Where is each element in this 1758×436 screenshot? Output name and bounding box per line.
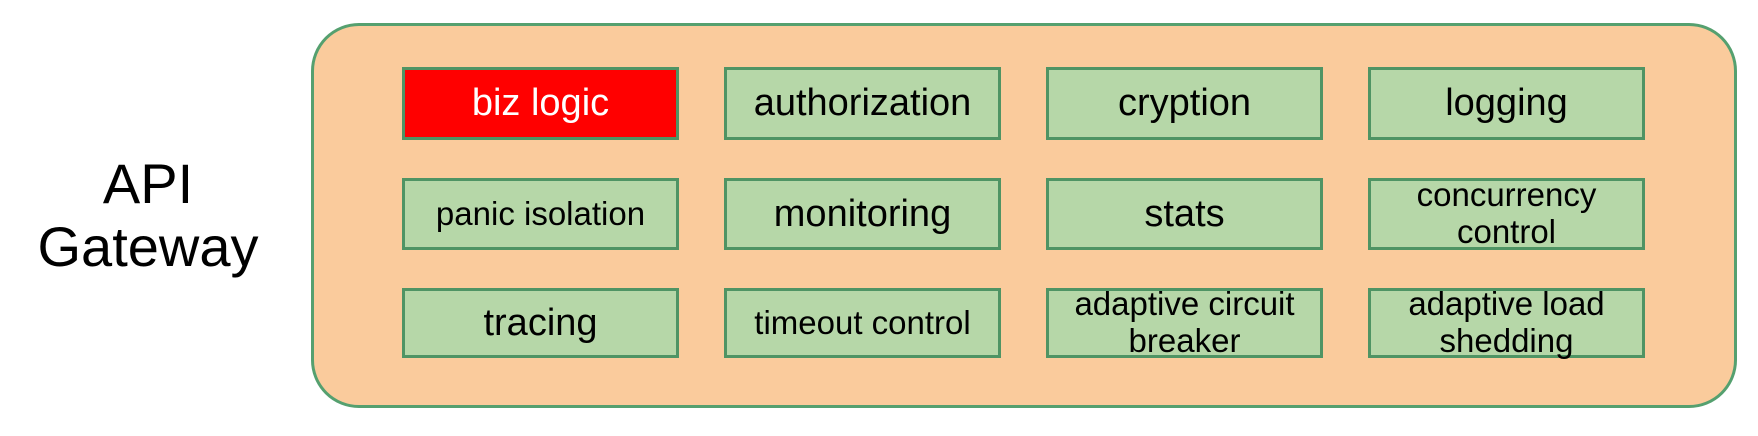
cell-timeout-control: timeout control xyxy=(724,288,1001,358)
cell-label: monitoring xyxy=(773,192,952,235)
cell-cryption: cryption xyxy=(1046,67,1323,140)
cell-label: adaptive load shedding xyxy=(1408,285,1605,359)
cell-label: adaptive circuit breaker xyxy=(1074,285,1295,359)
cell-stats: stats xyxy=(1046,178,1323,250)
cell-monitoring: monitoring xyxy=(724,178,1001,250)
cell-label: stats xyxy=(1144,192,1225,235)
cell-label: cryption xyxy=(1117,82,1252,125)
cell-tracing: tracing xyxy=(402,288,679,358)
cell-logging: logging xyxy=(1368,67,1645,140)
cell-label: concurrency control xyxy=(1416,176,1597,250)
cell-panic-isolation: panic isolation xyxy=(402,178,679,250)
cell-label: panic isolation xyxy=(435,194,646,232)
cell-biz-logic: biz logic xyxy=(402,67,679,140)
cell-label: tracing xyxy=(483,301,598,344)
cell-adaptive-load-shedding: adaptive load shedding xyxy=(1368,285,1645,359)
cell-label: timeout control xyxy=(754,303,971,341)
cell-label: logging xyxy=(1445,82,1568,125)
cell-label: authorization xyxy=(753,82,972,125)
api-gateway-label: API Gateway xyxy=(37,152,259,279)
cell-concurrency-control: concurrency control xyxy=(1368,176,1645,250)
cell-label: biz logic xyxy=(471,82,610,125)
api-gateway-container: biz logic authorization cryption logging… xyxy=(311,23,1737,408)
cell-authorization: authorization xyxy=(724,67,1001,140)
cell-adaptive-circuit-breaker: adaptive circuit breaker xyxy=(1046,285,1323,359)
